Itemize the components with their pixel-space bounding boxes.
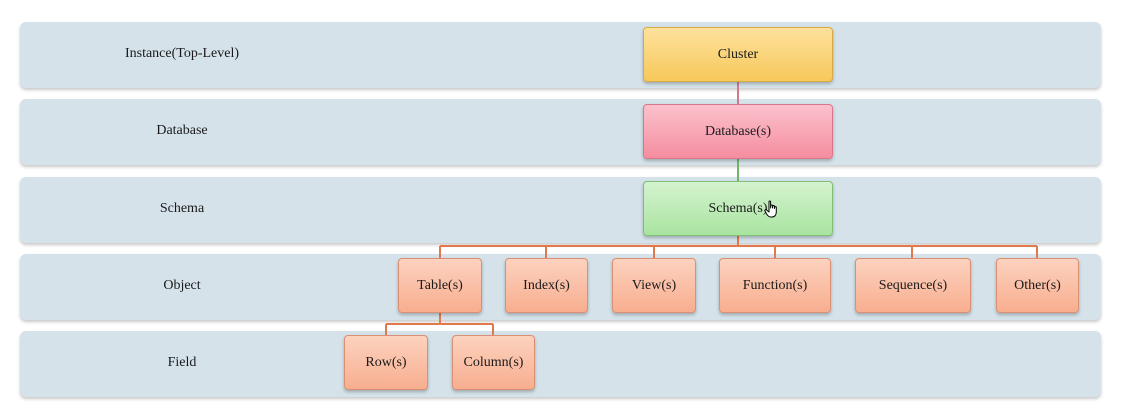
object-node-sequence[interactable]: Sequence(s) — [855, 258, 971, 313]
level-band-schema — [20, 177, 1101, 243]
cluster-node[interactable]: Cluster — [643, 27, 833, 82]
field-node-column[interactable]: Column(s) — [452, 335, 535, 390]
field-node-row[interactable]: Row(s) — [344, 335, 428, 390]
level-band-instance — [20, 22, 1101, 88]
schema-node[interactable]: Schema(s) — [643, 181, 833, 236]
level-label-field: Field — [167, 355, 197, 370]
hand-pointer-icon — [764, 200, 777, 218]
object-node-index[interactable]: Index(s) — [505, 258, 588, 313]
object-node-function[interactable]: Function(s) — [719, 258, 831, 313]
level-label-database: Database — [156, 123, 208, 138]
level-label-instance: Instance(Top-Level) — [124, 46, 240, 61]
object-node-view[interactable]: View(s) — [612, 258, 696, 313]
object-node-other[interactable]: Other(s) — [996, 258, 1079, 313]
level-label-schema: Schema — [159, 201, 205, 216]
database-node[interactable]: Database(s) — [643, 104, 833, 159]
level-label-object: Object — [163, 278, 201, 293]
level-band-database — [20, 99, 1101, 165]
object-node-table[interactable]: Table(s) — [398, 258, 482, 313]
level-band-field — [20, 331, 1101, 397]
